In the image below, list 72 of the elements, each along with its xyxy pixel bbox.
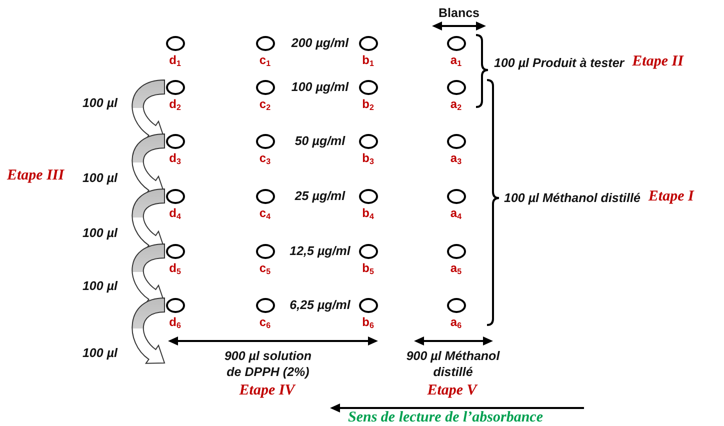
well-circle [358,134,378,148]
step-label: Etape IV [239,382,295,400]
well-circle [256,134,274,148]
well-circle [166,80,184,94]
well-circle [256,36,274,50]
concentration-label: 200 µg/ml [291,36,349,50]
well-circle [446,36,466,50]
well-circle [446,244,466,258]
well-label: d$_{3}$ [169,152,181,166]
well-circle [358,80,378,94]
concentration-label: 12,5 µg/ml [290,244,350,258]
direction-caption: Sens de lecture de l’absorbance [348,409,543,426]
curved-arrow [132,244,165,304]
well-label: a$_{3}$ [450,152,462,166]
well-label: b$_{2}$ [362,98,374,112]
well-circle [256,298,274,312]
well-label: a$_{4}$ [450,207,462,221]
well-circle [256,244,274,258]
concentration-label: 50 µg/ml [294,134,346,148]
step-label: Etape V [427,382,477,400]
edge-label: 100 µl [82,346,118,360]
well-label: c$_{1}$ [259,54,271,68]
volume-note: 900 µl Méthanol distillé [405,348,501,380]
well-label: c$_{3}$ [259,152,271,166]
well-circle [166,134,184,148]
well-label: d$_{6}$ [169,316,181,330]
well-label: a$_{1}$ [450,54,462,68]
well-label: d$_{4}$ [169,207,181,221]
well-label: d$_{5}$ [169,262,181,276]
well-circle [256,188,274,204]
well-circle [358,188,378,204]
well-circle [358,244,378,258]
well-circle [358,298,378,312]
well-circle [166,298,184,312]
volume-note: 100 µl Produit à tester [494,56,624,70]
well-label: a$_{6}$ [450,316,462,330]
well-circle [446,134,466,148]
edge-label: 100 µl [82,170,118,185]
concentration-label: 25 µg/ml [294,188,346,204]
column-header: Blancs [438,6,480,20]
well-circle [256,80,274,94]
concentration-label: 100 µg/ml [291,80,349,94]
step-label: Etape I [648,188,694,206]
concentration-label: 6,25 µg/ml [290,298,350,312]
volume-note: 900 µl solution de DPPH (2%) [223,348,313,380]
well-label: d$_{2}$ [169,98,181,112]
well-label: d$_{1}$ [169,54,181,68]
well-label: b$_{6}$ [362,316,374,330]
well-circle [166,188,184,204]
well-label: b$_{3}$ [362,152,374,166]
well-label: b$_{4}$ [362,207,374,221]
well-label: a$_{2}$ [450,98,462,112]
well-circle [166,36,184,50]
well-label: b$_{1}$ [362,54,374,68]
curved-arrow [132,298,165,364]
well-label: c$_{4}$ [259,207,271,221]
edge-label: 100 µl [82,96,118,110]
well-label: c$_{6}$ [259,316,271,330]
step-label: Etape II [632,53,684,71]
well-label: c$_{5}$ [259,262,271,276]
well-circle [358,36,378,50]
edge-label: 100 µl [82,278,118,294]
well-label: a$_{5}$ [450,262,462,276]
well-circle [446,188,466,204]
well-circle [166,244,184,258]
well-label: c$_{2}$ [259,98,271,112]
well-label: b$_{5}$ [362,262,374,276]
well-circle [446,298,466,312]
well-circle [446,80,466,94]
edge-label: 100 µl [82,225,118,240]
volume-note: 100 µl Méthanol distillé [504,190,640,206]
step-label: Etape III [7,167,64,185]
